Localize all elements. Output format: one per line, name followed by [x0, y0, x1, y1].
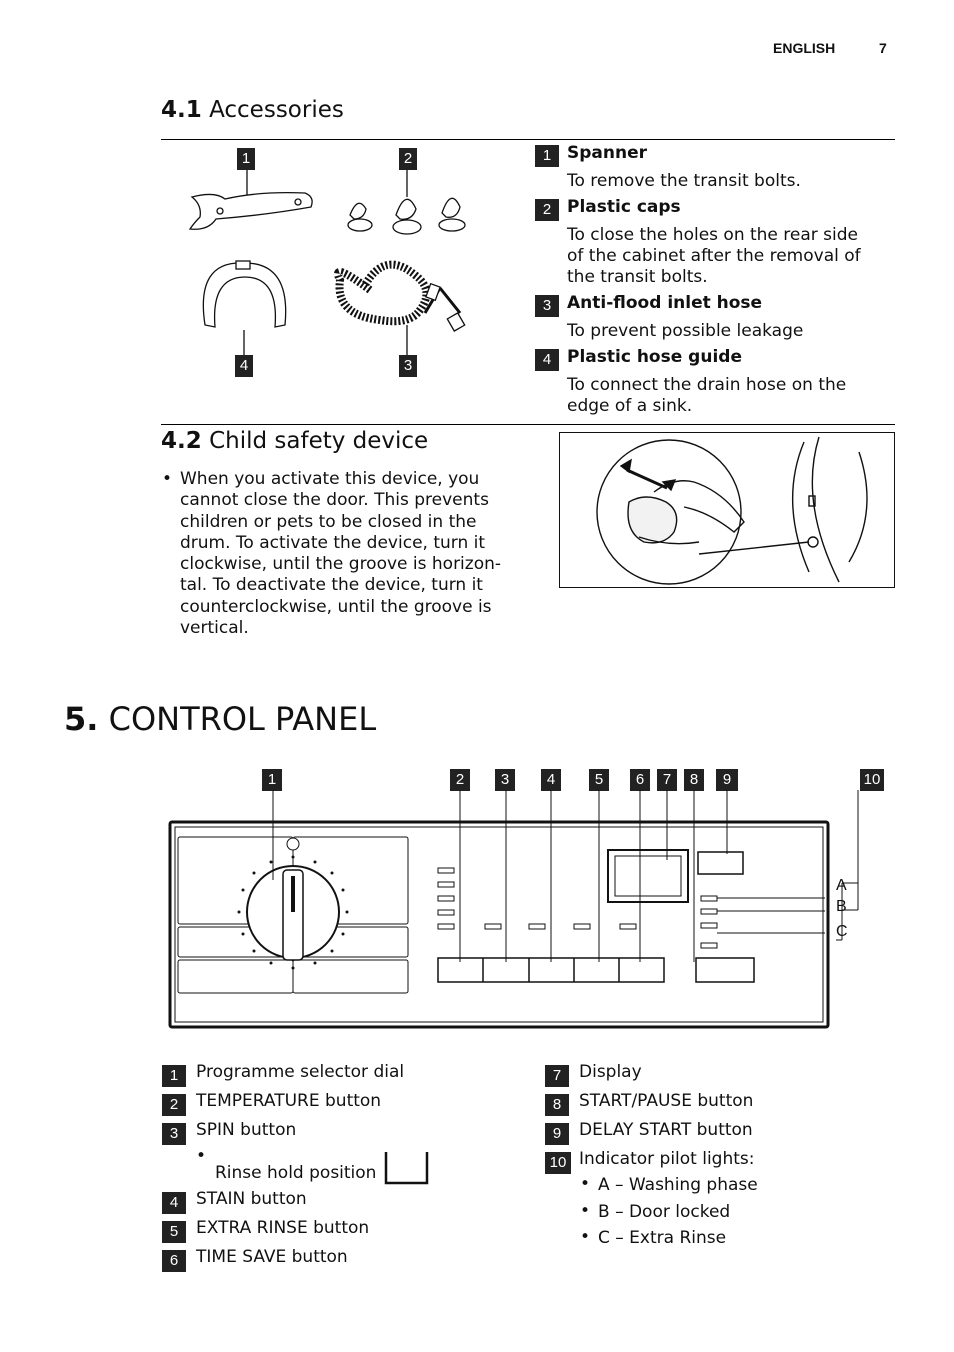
divider [161, 139, 895, 140]
pilot-light-item: C – Extra Rinse [598, 1228, 727, 1248]
accessory-number-badge: 2 [535, 199, 559, 221]
accessory-description: To prevent possible leakage [567, 321, 804, 341]
pilot-light-item: A – Washing phase [598, 1175, 758, 1195]
section-title: CONTROL PANEL [108, 700, 377, 738]
legend-text: STAIN button [196, 1189, 307, 1209]
callout-4: 4 [541, 769, 561, 791]
bullet-icon: • [162, 469, 173, 489]
accessory-description: To close the holes on the rear side of t… [567, 225, 861, 287]
legend-text: Indicator pilot lights: [579, 1149, 755, 1169]
legend-badge: 5 [162, 1221, 186, 1243]
accessory-title: Plastic caps [567, 197, 681, 217]
legend-text: TIME SAVE button [196, 1247, 348, 1267]
legend-text: START/PAUSE button [579, 1091, 754, 1111]
bullet-icon: • [580, 1174, 591, 1194]
light-label-b: B [836, 898, 847, 915]
legend-text: TEMPERATURE button [196, 1091, 382, 1111]
section-number: 4.1 [161, 97, 202, 123]
rinse-hold-icon [384, 1152, 429, 1185]
figure-label-3: 3 [399, 355, 417, 377]
legend-badge: 4 [162, 1192, 186, 1214]
accessory-title: Spanner [567, 143, 648, 163]
legend-text: EXTRA RINSE button [196, 1218, 370, 1238]
callout-2: 2 [450, 769, 470, 791]
callout-1: 1 [262, 769, 282, 791]
callout-6: 6 [630, 769, 650, 791]
pilot-light-item: B – Door locked [598, 1202, 731, 1222]
accessory-description: To remove the transit bolts. [567, 171, 801, 191]
figure-label-4: 4 [235, 355, 253, 377]
section-title: Accessories [209, 97, 344, 123]
figure-label-1: 1 [237, 148, 255, 170]
callout-5: 5 [589, 769, 609, 791]
legend-text: Display [579, 1062, 642, 1082]
accessory-description: To connect the drain hose on the edge of… [567, 375, 847, 416]
control-panel-figure [168, 790, 859, 1029]
legend-badge: 6 [162, 1250, 186, 1272]
divider [161, 424, 895, 425]
accessories-figure [188, 170, 466, 355]
light-label-a: A [836, 877, 847, 894]
section-number: 5. [64, 700, 99, 738]
callout-9: 9 [716, 769, 738, 791]
child-safety-text: When you activate this device, you canno… [180, 469, 502, 639]
legend-badge: 7 [545, 1065, 569, 1087]
legend-text: DELAY START button [579, 1120, 753, 1140]
child-safety-figure [559, 432, 895, 588]
section-title: Child safety device [209, 428, 429, 454]
bullet-icon: • [196, 1146, 207, 1166]
accessory-number-badge: 3 [535, 295, 559, 317]
section-4-1-heading: 4.1 Accessories [161, 97, 344, 123]
bullet-icon: • [580, 1201, 591, 1221]
figure-label-2: 2 [399, 148, 417, 170]
bullet-icon: • [580, 1227, 591, 1247]
section-number: 4.2 [161, 428, 202, 454]
legend-badge: 3 [162, 1123, 186, 1145]
light-label-c: C [836, 923, 848, 940]
legend-text: SPIN button [196, 1120, 297, 1140]
section-4-2-heading: 4.2 Child safety device [161, 428, 428, 454]
accessory-number-badge: 4 [535, 349, 559, 371]
legend-badge: 10 [545, 1152, 571, 1174]
legend-badge: 9 [545, 1123, 569, 1145]
legend-text: Programme selector dial [196, 1062, 405, 1082]
accessory-title: Plastic hose guide [567, 347, 742, 367]
legend-badge: 8 [545, 1094, 569, 1116]
callout-7: 7 [657, 769, 677, 791]
callout-8: 8 [684, 769, 704, 791]
legend-badge: 1 [162, 1065, 186, 1087]
legend-badge: 2 [162, 1094, 186, 1116]
accessory-number-badge: 1 [535, 145, 559, 167]
section-5-heading: 5. CONTROL PANEL [64, 700, 376, 738]
callout-3: 3 [495, 769, 515, 791]
callout-10: 10 [860, 769, 884, 791]
legend-subtext: Rinse hold position [215, 1163, 377, 1183]
accessory-title: Anti-flood inlet hose [567, 293, 763, 313]
header-language: ENGLISH [773, 40, 836, 56]
page-number: 7 [879, 40, 887, 56]
